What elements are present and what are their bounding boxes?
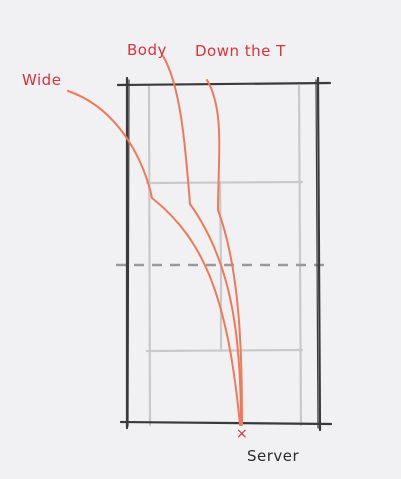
upper-service-line: [145, 180, 304, 185]
server-mark: ×: [236, 426, 248, 442]
court-outline: [116, 76, 333, 432]
label-down-the-t: Down the T: [195, 42, 286, 60]
serve-path-body: [162, 55, 242, 426]
serve-path-wide: [67, 90, 241, 426]
baseline-bottom: [119, 420, 333, 426]
label-server: Server: [247, 447, 300, 465]
serve-path-down-the-t: [206, 79, 243, 426]
label-wide: Wide: [22, 71, 61, 89]
right-doubles-sideline: [316, 76, 322, 432]
right-singles-sideline: [297, 84, 303, 427]
lower-service-line: [145, 348, 304, 353]
left-doubles-sideline-sketch: [127, 79, 130, 427]
court-inner-lines: [145, 84, 304, 427]
upper-center-service-line: [218, 180, 223, 268]
left-singles-sideline: [147, 84, 152, 427]
label-body: Body: [127, 41, 167, 59]
right-doubles-sideline-sketch: [315, 79, 319, 429]
baseline-top: [116, 81, 332, 87]
serve-paths: [67, 55, 243, 426]
